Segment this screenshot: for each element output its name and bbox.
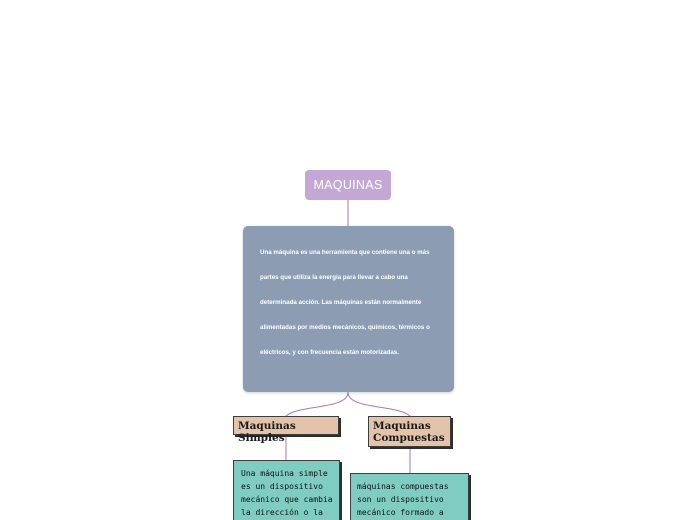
detail-node-maquinas-compuestas[interactable]: máquinas compuestas son un dispositivo m…: [350, 473, 469, 520]
branch-node-label: Maquinas Simples: [238, 420, 296, 444]
branch-node-maquinas-compuestas[interactable]: Maquinas Compuestas: [368, 416, 451, 447]
branch-node-label: Maquinas Compuestas: [373, 420, 445, 444]
connector-description-to-compound: [347, 391, 411, 417]
description-node[interactable]: Una máquina es una herramienta que conti…: [243, 226, 454, 392]
connector-description-to-simple: [285, 391, 349, 417]
detail-node-maquinas-simples[interactable]: Una máquina simple es un dispositivo mec…: [233, 460, 340, 520]
detail-node-text: máquinas compuestas son un dispositivo m…: [357, 482, 449, 517]
root-node-label: MAQUINAS: [313, 178, 383, 192]
branch-node-maquinas-simples[interactable]: Maquinas Simples: [233, 416, 339, 444]
detail-node-text: Una máquina simple es un dispositivo mec…: [241, 469, 333, 517]
root-node[interactable]: MAQUINAS: [305, 170, 391, 200]
description-text: Una máquina es una herramienta que conti…: [260, 249, 430, 356]
